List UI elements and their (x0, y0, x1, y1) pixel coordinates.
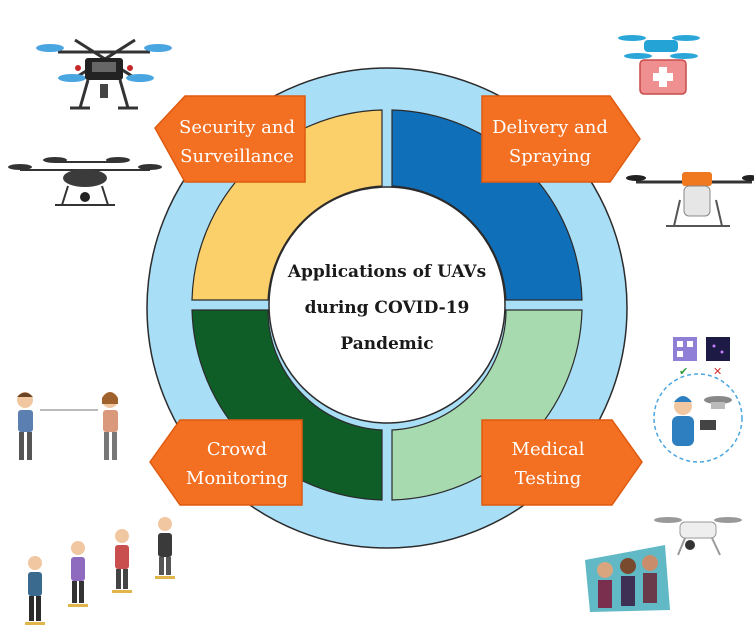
center-title-line3: Pandemic (340, 334, 433, 354)
drone-testing-person-icon (653, 373, 743, 463)
crowd-label-line1: Crowd (207, 439, 267, 460)
security-label-line2: Surveillance (180, 146, 294, 167)
crowd-label: Crowd Monitoring (149, 419, 303, 506)
medical-segment (391, 309, 583, 501)
medical-label-line2: Testing (515, 468, 582, 489)
drone-scanning-crowd-icon (585, 517, 742, 612)
delivery-segment (391, 109, 583, 301)
center-title-line1: Applications of UAVs (287, 262, 486, 282)
svg-text:✔: ✔ (679, 365, 688, 378)
center-title-line2: during COVID-19 (305, 298, 470, 318)
hexacopter-drone-icon (8, 157, 162, 206)
spraying-drone-icon (626, 172, 754, 227)
qr-code-icon: ✔ ✕ (673, 337, 730, 378)
center-circle (268, 186, 506, 424)
medical-label: Medical Testing (481, 419, 643, 506)
queue-people-icon (25, 517, 175, 625)
delivery-label-line2: Spraying (509, 146, 591, 167)
delivery-label-line1: Delivery and (492, 117, 608, 138)
medical-label-line1: Medical (512, 439, 585, 460)
crowd-segment (191, 309, 383, 501)
delivery-label: Delivery and Spraying (481, 95, 641, 183)
medical-delivery-drone-icon (618, 35, 700, 95)
crowd-label-line2: Monitoring (186, 468, 288, 489)
security-label-line1: Security and (179, 117, 295, 138)
security-label: Security and Surveillance (154, 95, 306, 183)
quadcopter-drone-icon (36, 38, 172, 110)
svg-text:✕: ✕ (713, 365, 722, 378)
security-segment (191, 109, 383, 301)
social-distancing-people-icon (17, 392, 118, 460)
